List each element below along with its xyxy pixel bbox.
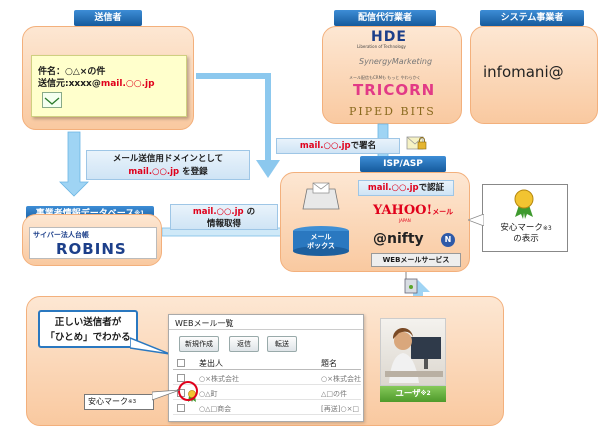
auth-suffix: で認証 xyxy=(418,183,445,193)
yahoo-text: YAHOO! xyxy=(373,203,433,218)
bottom-callout: 正しい送信者が 「ひとめ」でわかる xyxy=(38,310,138,348)
anshin-label: 安心マーク※3 xyxy=(84,394,154,410)
robins-caption: サイバー法人台帳 xyxy=(33,231,89,239)
badge-line1: 安心マーク※3 xyxy=(483,223,569,234)
mailbox-label: メール ボックス xyxy=(307,233,335,250)
badge-highlight-circle xyxy=(178,381,198,401)
auth-callout: mail.○○.jpで認証 xyxy=(358,180,454,196)
yahoo-logo: YAHOO!メール xyxy=(373,203,453,218)
col-subject: 題名 xyxy=(321,359,337,368)
email-from-domain: mail.○○.jp xyxy=(100,79,155,89)
badge-callout: 安心マーク※3 の表示 xyxy=(482,184,568,252)
user-photo xyxy=(380,318,446,386)
delivery-agent-header: 配信代行業者 xyxy=(334,10,436,26)
row-sender: ○△□商会 xyxy=(199,405,232,413)
arrow-sender-to-db xyxy=(59,131,89,197)
row-subject: [再送]○×□ xyxy=(321,405,360,413)
badge-line2: の表示 xyxy=(513,234,539,244)
robins-name: ROBINS xyxy=(56,240,127,258)
bottom-callout-pointer xyxy=(130,337,170,355)
arrow-sender-to-mailbox xyxy=(196,73,271,168)
row-subject: △□の件 xyxy=(321,390,347,398)
register-suffix: を登録 xyxy=(179,167,208,177)
row-subject: ○×株式会社 xyxy=(321,375,361,383)
user-person-icon xyxy=(385,327,443,383)
user-label: ユーザ※2 xyxy=(380,386,446,402)
forward-button[interactable]: 転送 xyxy=(267,336,297,352)
info-line2: 情報取得 xyxy=(206,219,241,229)
sender-panel: 件名：○△×の件 送信元:xxxx@mail.○○.jp xyxy=(22,26,194,130)
register-line1: メール送信用ドメインとして xyxy=(112,154,224,164)
webmail-title-divider xyxy=(169,329,363,330)
table-row[interactable]: ○△□商会 [再送]○×□ xyxy=(173,401,361,415)
sign-suffix: で署名 xyxy=(350,141,377,151)
system-vendor-panel: infomani@ xyxy=(470,26,598,124)
webmail-title: WEBメール一覧 xyxy=(175,319,234,328)
table-row[interactable]: ○△町 △□の件 xyxy=(173,386,361,402)
row-checkbox[interactable] xyxy=(177,404,185,412)
sender-header: 送信者 xyxy=(74,10,142,26)
table-row[interactable]: ○×株式会社 ○×株式会社 xyxy=(173,371,361,385)
info-line1: mail.○○.jp の xyxy=(171,206,277,218)
system-vendor-header: システム事業者 xyxy=(480,10,584,26)
info-suffix: の xyxy=(243,207,256,217)
arrow-sender-head xyxy=(256,160,280,178)
sign-callout: mail.○○.jpで署名 xyxy=(276,138,400,154)
auth-domain: mail.○○.jp xyxy=(367,183,419,193)
nifty-logo: @nifty xyxy=(373,231,424,247)
email-card: 件名：○△×の件 送信元:xxxx@mail.○○.jp xyxy=(31,55,187,117)
infomania-logo: infomani@ xyxy=(483,63,564,81)
nifty-mark-icon: N xyxy=(441,233,455,247)
reply-button[interactable]: 返信 xyxy=(229,336,259,352)
webmail-window: WEBメール一覧 新規作成 返信 転送 差出人 題名 ○×株式会社 ○×株式会社… xyxy=(168,314,364,422)
webmail-service-box: WEBメールサービス xyxy=(371,253,461,267)
mail-inbox-icon xyxy=(301,179,341,213)
robins-logo-box: サイバー法人台帳 ROBINS xyxy=(29,227,157,259)
register-domain: mail.○○.jp xyxy=(128,167,180,177)
compose-button[interactable]: 新規作成 xyxy=(179,336,219,352)
synergy-logo: SynergyMarketing xyxy=(359,57,433,66)
signature-lock-icon xyxy=(406,132,428,152)
yahoo-japan: JAPAN xyxy=(399,218,411,223)
anshin-label-text: 安心マーク xyxy=(88,397,128,406)
hde-tagline: Liberation of Technology xyxy=(357,44,406,49)
company-db-sup: ※1 xyxy=(134,210,144,217)
row-checkbox[interactable] xyxy=(177,374,185,382)
anshin-label-sup: ※3 xyxy=(128,399,137,405)
row-sender: ○×株式会社 xyxy=(199,375,239,383)
user-label-sup: ※2 xyxy=(420,390,431,397)
register-line2: mail.○○.jp を登録 xyxy=(87,166,249,179)
isp-header: ISP/ASP xyxy=(360,156,446,172)
tricorn-tagline: メール配信もCRMも もっと やわらかく xyxy=(349,75,421,80)
row-sender: ○△町 xyxy=(199,390,218,398)
hde-logo: HDE xyxy=(371,29,407,45)
col-sender: 差出人 xyxy=(199,359,223,368)
webmail-header-row: 差出人 題名 xyxy=(173,357,361,370)
server-icon xyxy=(404,278,418,294)
info-domain: mail.○○.jp xyxy=(192,207,244,217)
email-subject: 件名：○△×の件 xyxy=(38,67,106,77)
pipedbits-logo: PIPED BITS xyxy=(349,105,436,118)
select-all-checkbox[interactable] xyxy=(177,359,185,367)
register-domain-callout: メール送信用ドメインとして mail.○○.jp を登録 xyxy=(86,150,250,180)
anshin-label-pointer xyxy=(152,389,180,401)
info-callout: mail.○○.jp の 情報取得 xyxy=(170,204,278,230)
delivery-agent-panel: HDE Liberation of Technology SynergyMark… xyxy=(322,26,462,124)
envelope-icon xyxy=(42,92,62,108)
mailbox-cylinder: メール ボックス xyxy=(291,225,351,257)
tricorn-logo: TRICORN xyxy=(353,81,436,99)
user-label-text: ユーザ xyxy=(395,389,421,399)
sign-domain: mail.○○.jp xyxy=(299,141,351,151)
ribbon-badge-icon xyxy=(513,189,535,219)
company-db-panel: サイバー法人台帳 ROBINS xyxy=(22,214,162,266)
badge-text: 安心マーク※3 の表示 xyxy=(483,223,569,245)
badge-label: 安心マーク xyxy=(500,223,543,233)
yahoo-mail-text: メール xyxy=(432,207,454,216)
badge-pointer xyxy=(468,214,484,226)
email-from: 送信元:xxxx@mail.○○.jp xyxy=(38,76,155,89)
email-from-prefix: 送信元:xxxx@ xyxy=(38,79,101,89)
badge-sup: ※3 xyxy=(542,225,552,232)
